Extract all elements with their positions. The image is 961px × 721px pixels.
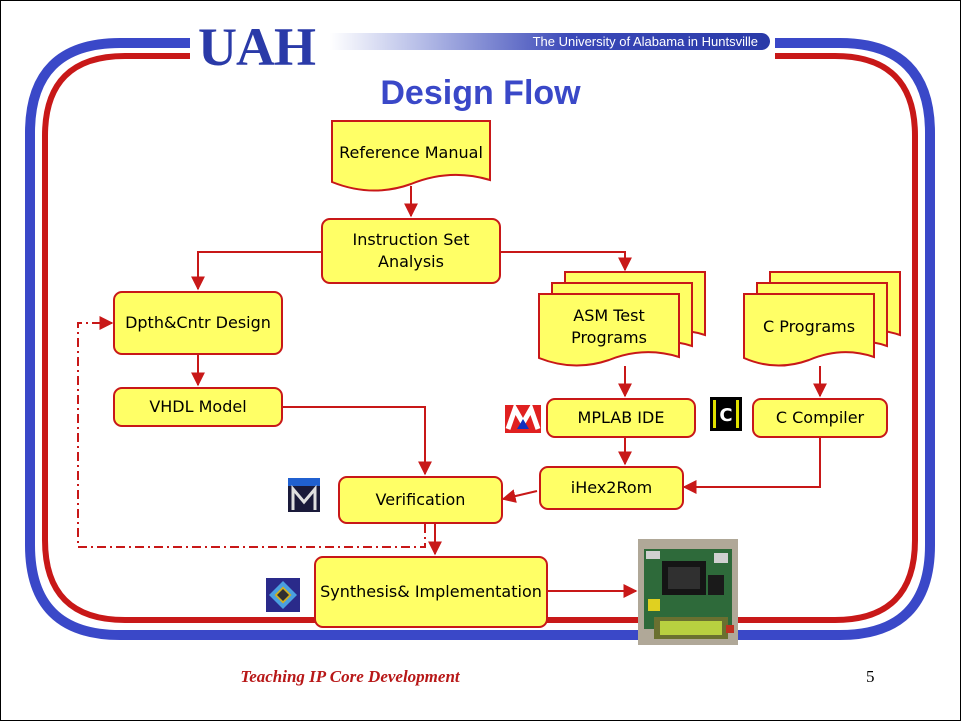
- footer-text: Teaching IP Core Development: [240, 667, 460, 686]
- node-datapath-control-design: Dpth&Cntr Design: [113, 291, 283, 355]
- xilinx-ise-icon: [266, 578, 300, 612]
- node-instruction-set-analysis: Instruction Set Analysis: [321, 218, 501, 284]
- page-number: 5: [866, 667, 875, 686]
- node-reference-manual: Reference Manual: [339, 143, 483, 162]
- uah-logo: UAH: [198, 17, 316, 77]
- university-banner: The University of Alabama in Huntsville: [330, 33, 770, 50]
- node-c-compiler: C Compiler: [752, 398, 888, 438]
- c-programs-shape: [743, 293, 875, 367]
- modelsim-icon: [288, 478, 320, 512]
- svg-text:C: C: [719, 405, 732, 426]
- university-name: The University of Alabama in Huntsville: [532, 34, 758, 49]
- node-asm-test-programs: ASM Test Programs: [571, 306, 647, 347]
- node-vhdl-model: VHDL Model: [113, 387, 283, 427]
- node-verification: Verification: [338, 476, 503, 524]
- c-compiler-icon: C: [710, 397, 742, 431]
- node-c-programs: C Programs: [762, 317, 856, 336]
- frame-blue: [25, 38, 935, 640]
- microchip-icon: [505, 397, 541, 433]
- fpga-board-photo: [638, 539, 738, 645]
- slide-title: Design Flow: [380, 74, 581, 112]
- node-synthesis-implementation: Synthesis& Implementation: [314, 556, 548, 628]
- asm-tests-shape: [538, 293, 680, 367]
- reference-manual-shape: [331, 120, 491, 192]
- node-ihex2rom: iHex2Rom: [539, 466, 684, 510]
- node-mplab-ide: MPLAB IDE: [546, 398, 696, 438]
